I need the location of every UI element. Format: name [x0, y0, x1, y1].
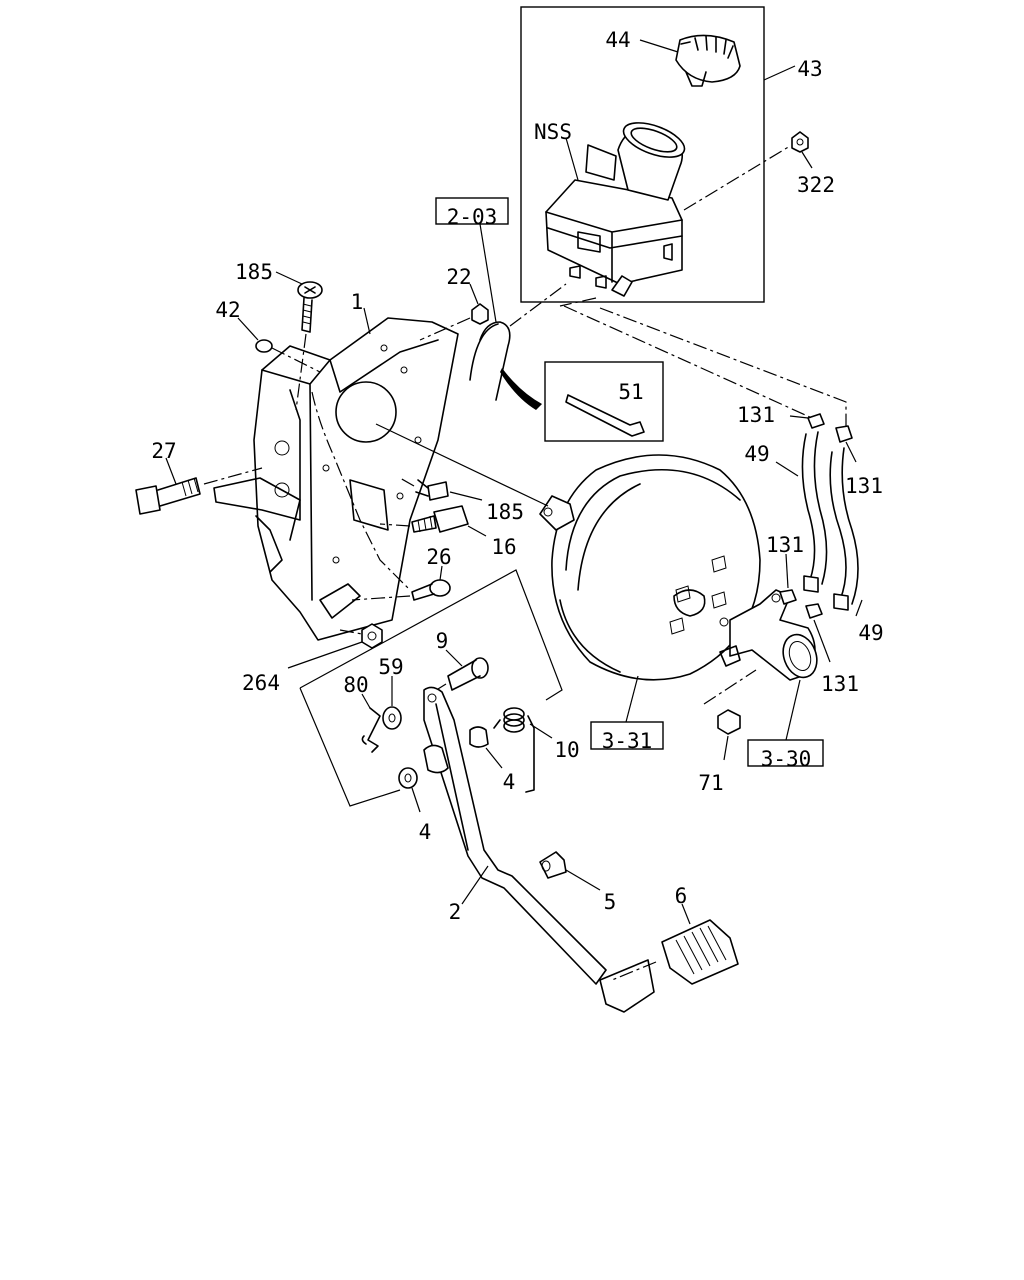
nut-22-part: [419, 283, 489, 341]
callout-label-c71: 71: [698, 771, 723, 795]
callout-label-c5: 5: [604, 890, 617, 914]
bolt-26-part: [351, 565, 451, 601]
callout-label-cNSS: NSS: [534, 120, 572, 144]
stop-switch-16-part: [379, 505, 487, 537]
callout-label-c4b: 4: [419, 820, 432, 844]
reference-box-3-31: [590, 721, 664, 750]
callout-label-c9: 9: [436, 629, 449, 653]
nut-71-part: [717, 709, 741, 761]
callout-label-c44: 44: [605, 28, 630, 52]
reservoir-cap-part: [639, 34, 741, 87]
reference-label-r203: 2-03: [447, 205, 498, 229]
reference-labels: 2-03 3-31 3-30: [447, 205, 812, 771]
fluid-hose-49-part: [775, 431, 863, 617]
callout-label-c16: 16: [491, 535, 516, 559]
callout-label-c1: 1: [351, 290, 364, 314]
callout-label-c131c: 131: [766, 533, 804, 557]
callout-label-c264: 264: [242, 671, 280, 695]
hose-clamp-131-parts: [779, 413, 857, 663]
callout-label-c131a: 131: [737, 403, 775, 427]
nut-322-part: [683, 131, 813, 211]
brake-booster-part: [375, 423, 761, 723]
bolt-185-side-part: [399, 477, 483, 501]
callout-label-c131d: 131: [821, 672, 859, 696]
pedal-pivot-group-frame: [299, 569, 563, 807]
pedal-bracket-part: [213, 307, 459, 641]
pedal-stopper-5-part: [539, 851, 601, 891]
cable-tie-group: [544, 361, 664, 442]
callout-label-c80: 80: [343, 673, 368, 697]
clip-80-part: [361, 693, 381, 753]
washer-42-part: [237, 317, 321, 373]
callout-label-c322: 322: [797, 173, 835, 197]
callout-label-c26: 26: [426, 545, 451, 569]
callout-label-c49a: 49: [744, 442, 769, 466]
reservoir-assembly-frame: [520, 6, 796, 303]
callout-label-c27: 27: [151, 439, 176, 463]
washer-59-part: [382, 676, 402, 730]
callout-label-c43: 43: [797, 57, 822, 81]
callout-label-c2: 2: [449, 900, 462, 924]
callout-label-c51: 51: [618, 380, 643, 404]
reference-box-2-03: [435, 197, 509, 225]
reference-label-r331: 3-31: [602, 729, 653, 753]
return-spring-10-part: [493, 707, 553, 793]
nut-264-part: [287, 623, 383, 669]
callout-label-c22: 22: [446, 265, 471, 289]
callout-label-c49b: 49: [858, 621, 883, 645]
callout-label-c4a: 4: [503, 770, 516, 794]
reference-box-3-30: [747, 739, 824, 767]
pivot-bolt-9-part: [429, 649, 489, 695]
callout-label-c131b: 131: [845, 474, 883, 498]
reference-label-r330: 3-30: [761, 747, 812, 771]
callout-label-c59: 59: [378, 655, 403, 679]
brake-pedal-arm-part: [423, 686, 607, 985]
reservoir-hose-part: [469, 223, 567, 410]
bolt-27-part: [135, 457, 263, 515]
hose-routing-dash-lines: [559, 297, 847, 426]
callout-label-c6: 6: [675, 884, 688, 908]
brake-fluid-reservoir-part: [545, 122, 686, 297]
callout-label-c185b: 185: [486, 500, 524, 524]
bolt-185-top-part: [275, 271, 323, 411]
callout-label-c10: 10: [554, 738, 579, 762]
bushing-4-left-part: [398, 767, 421, 813]
pedal-pad-6-part: [611, 903, 739, 985]
bushing-4-right-part: [469, 726, 503, 769]
pedal-foot-part: [599, 959, 655, 1013]
callout-label-c185a: 185: [235, 260, 273, 284]
callout-label-c42: 42: [215, 298, 240, 322]
